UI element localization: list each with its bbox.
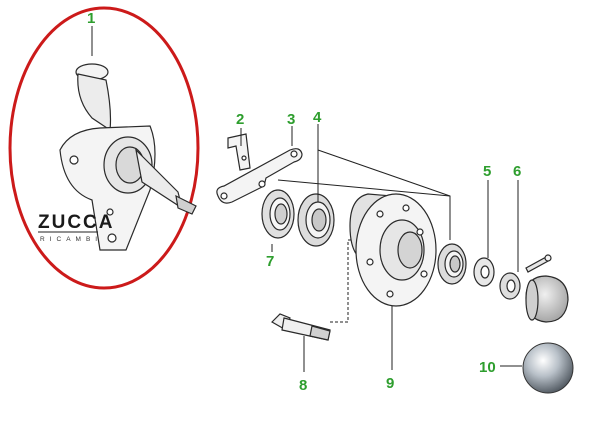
outer-bearing [437, 243, 467, 285]
logo-brand: ZUCCA [38, 212, 115, 233]
bracket [227, 133, 251, 171]
callout-3: 3 [287, 111, 295, 128]
brand-logo: ZUCCA RICAMBI [38, 212, 115, 243]
callout-6: 6 [513, 163, 521, 180]
callout-10: 10 [479, 359, 496, 376]
callout-9: 9 [386, 375, 394, 392]
wheel-hub [349, 193, 437, 307]
steering-knuckle [59, 63, 197, 251]
seal [261, 189, 295, 239]
dust-cap [525, 275, 569, 323]
callout-4: 4 [313, 109, 322, 126]
callout-7: 7 [266, 253, 274, 270]
callout-8: 8 [299, 377, 307, 394]
castle-nut [499, 254, 552, 300]
logo-sub: RICAMBI [40, 236, 102, 243]
chrome-cap [522, 342, 574, 394]
callout-1: 1 [87, 10, 95, 27]
wheel-bolt [271, 313, 331, 341]
callout-2: 2 [236, 111, 244, 128]
highlight-ellipse [8, 6, 200, 290]
lock-plate [216, 148, 303, 204]
callout-5: 5 [483, 163, 491, 180]
callout-labels: 1 2 3 4 5 6 7 8 9 10 [87, 10, 521, 394]
inner-bearing [297, 193, 335, 247]
leader-lines [91, 26, 522, 372]
washer [473, 257, 495, 287]
